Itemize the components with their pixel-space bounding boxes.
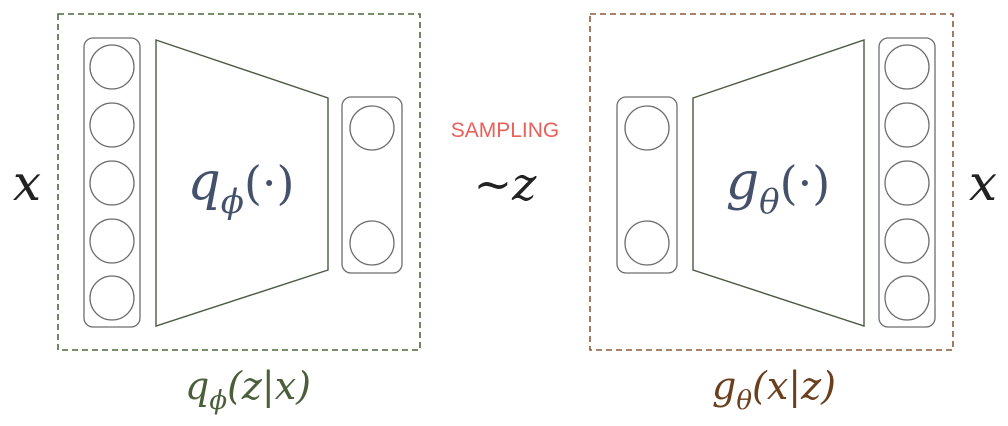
decoder-block: gθ(·) [589,13,954,351]
encoder-input-layer-frame [83,37,141,328]
sampling-label: SAMPLING [451,119,560,142]
latent-z-label: ~z [474,157,538,211]
output-x-label: x [969,154,997,212]
decoder-latent-layer-frame [616,96,678,274]
encoder-caption: qϕ(z|x) [185,364,311,416]
encoder-input-node [89,44,135,90]
encoder-latent-layer [341,96,403,274]
decoder-output-node [884,102,930,148]
decoder-dashed-box [589,13,954,351]
encoder-latent-layer-frame [341,96,403,274]
encoder-latent-node [349,220,395,266]
decoder-output-layer [878,37,936,328]
encoder-input-node [89,275,135,321]
encoder-input-layer [83,37,141,328]
decoder-output-node [884,275,930,321]
decoder-output-node [884,218,930,264]
input-x-label: x [13,154,41,212]
decoder-function-label: gθ(·) [726,152,830,222]
decoder-network-trapezoid [692,39,865,327]
decoder-output-node [884,160,930,206]
encoder-latent-node [349,105,395,151]
decoder-output-node [884,44,930,90]
encoder-network-trapezoid [155,39,329,327]
encoder-input-node [89,102,135,148]
decoder-latent-node [624,220,670,266]
encoder-input-node [89,160,135,206]
encoder-block: qϕ(·) [57,13,421,351]
encoder-input-node [89,218,135,264]
decoder-latent-node [624,105,670,151]
decoder-output-layer-frame [878,37,936,328]
decoder-caption: gθ(x|z) [712,364,836,416]
encoder-function-label: qϕ(·) [188,152,295,222]
decoder-latent-layer [616,96,678,274]
encoder-dashed-box [57,13,421,351]
